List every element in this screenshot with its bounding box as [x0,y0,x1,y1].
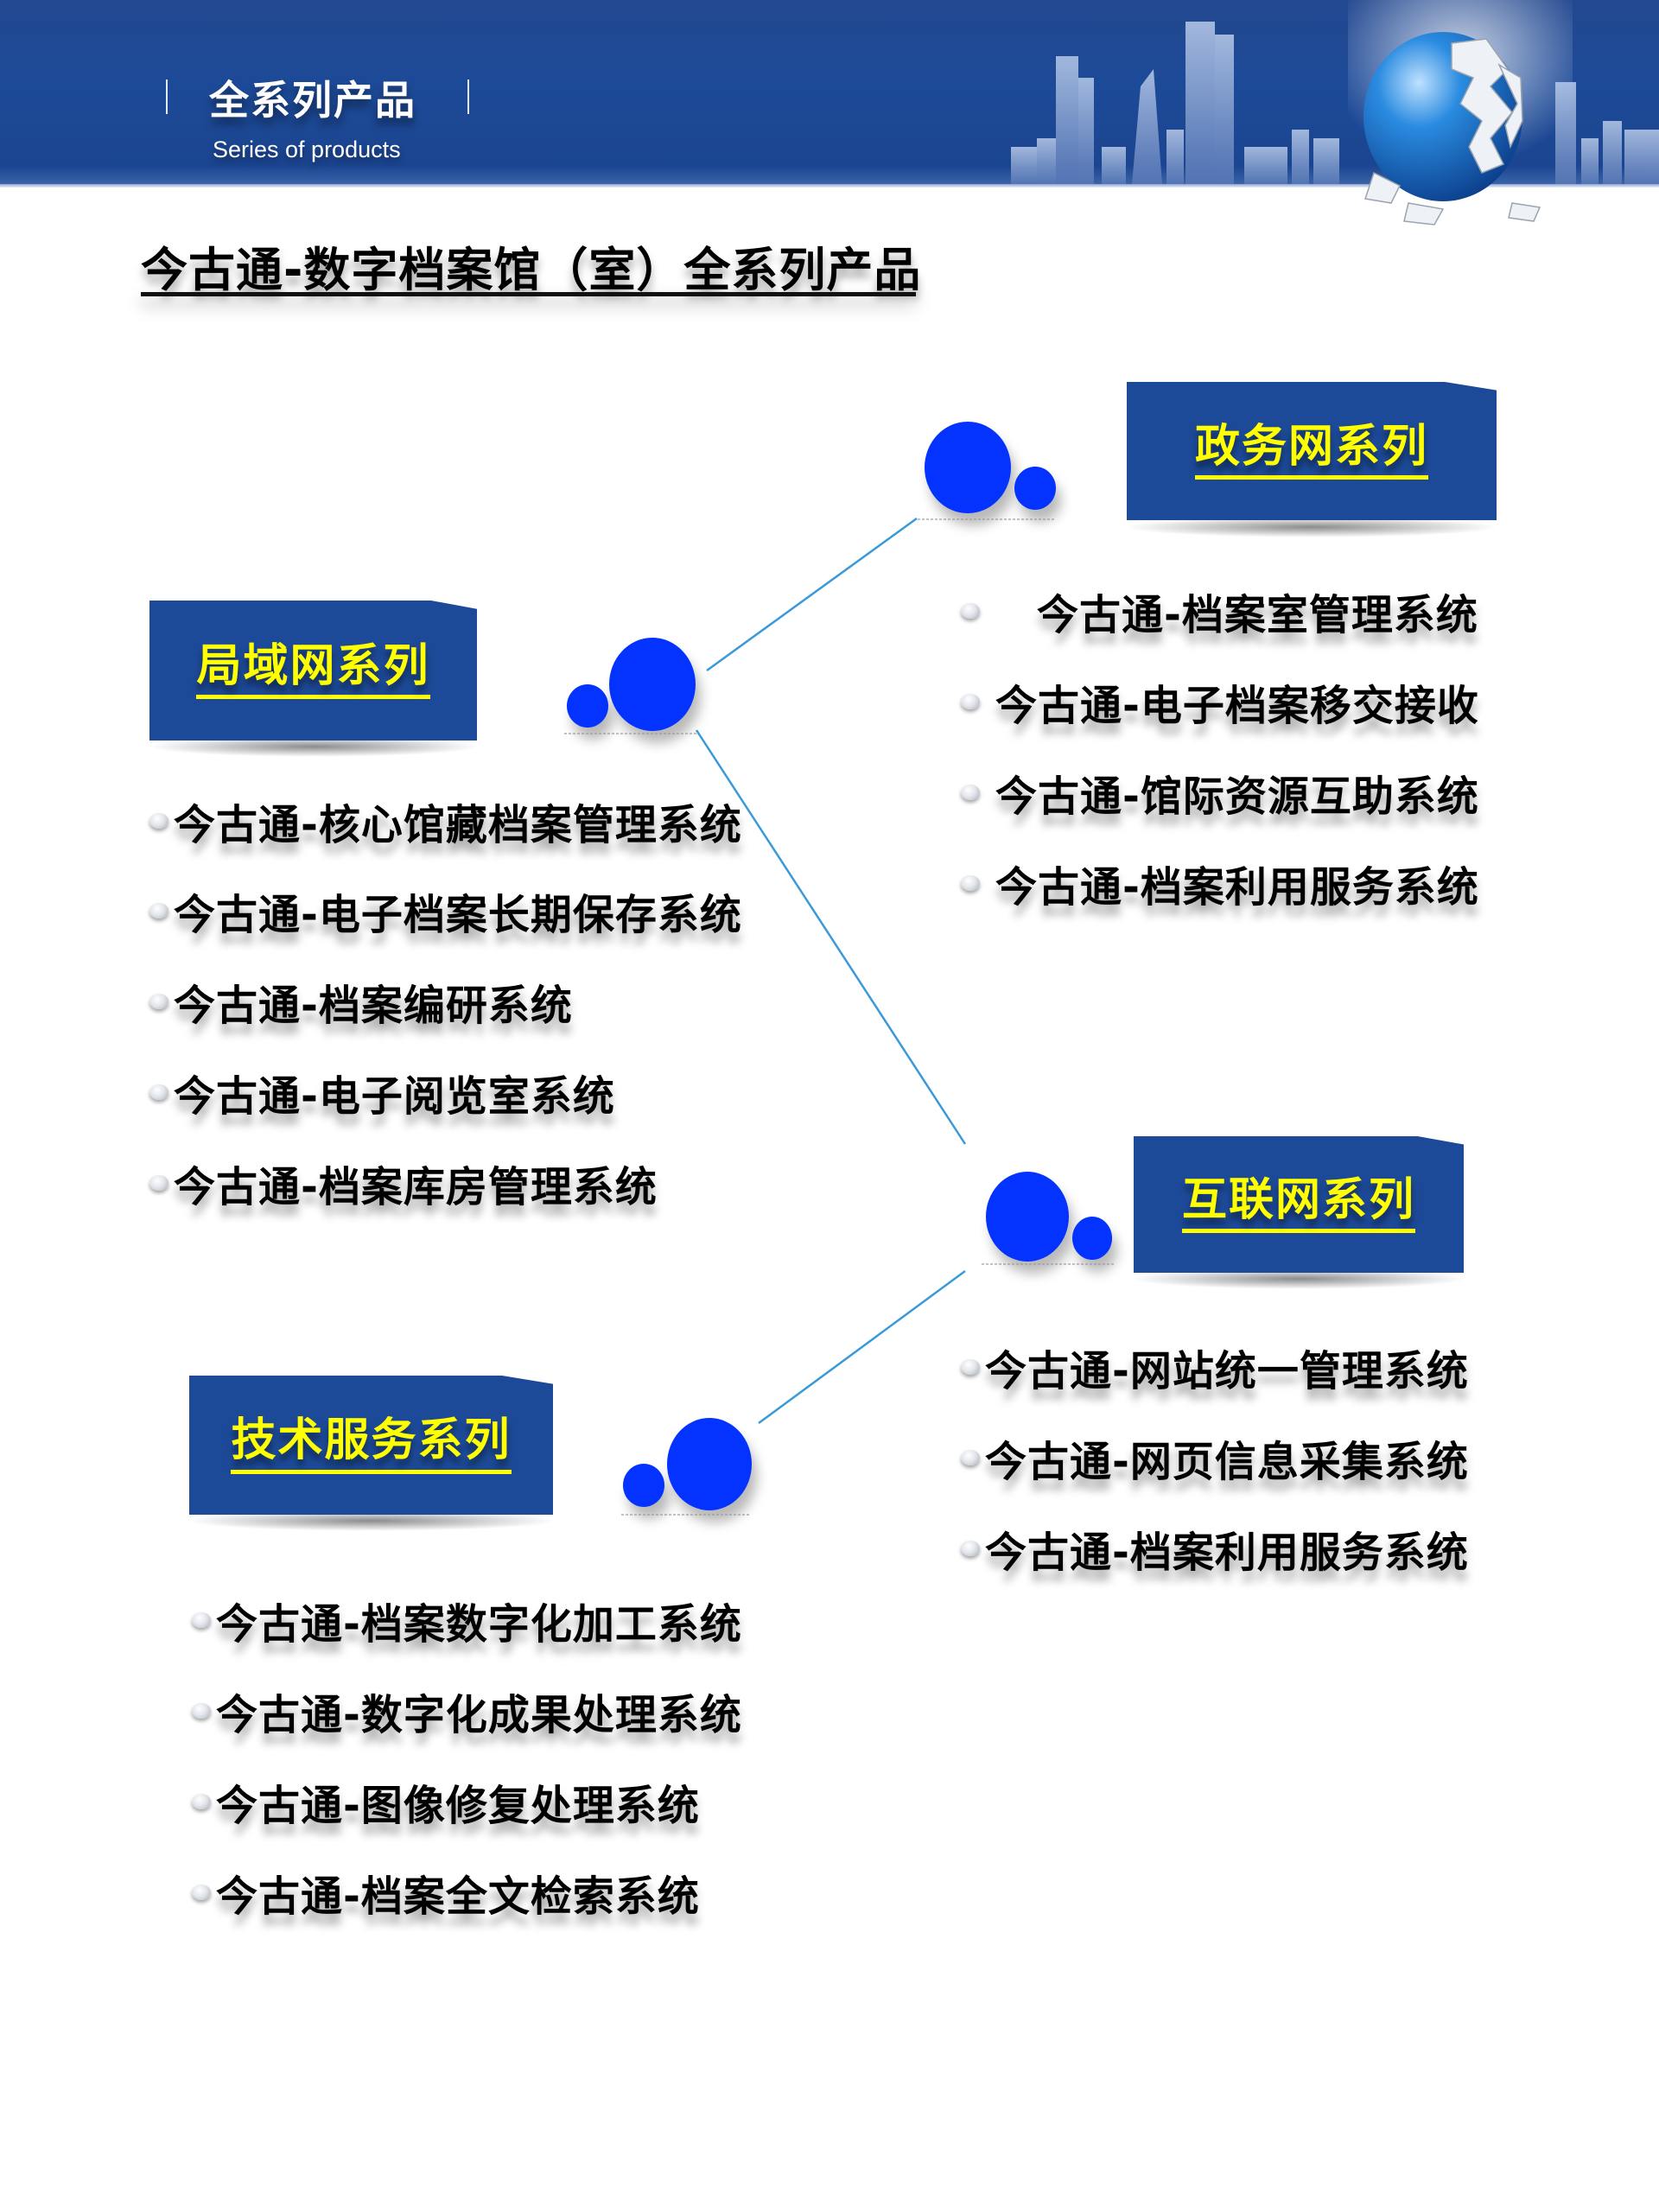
list-item-text: 今古通-档案室管理系统 [1037,591,1478,639]
circle-small-icon [623,1464,664,1507]
list-item: 今古通-电子阅览室系统 [149,1062,615,1122]
sphere-bullet-icon [149,1175,168,1191]
dotted-baseline [621,1514,751,1516]
dotted-baseline [982,1263,1116,1265]
circle-large-icon [986,1172,1069,1262]
list-item-text: 今古通-档案全文检索系统 [216,1872,700,1921]
list-item: 今古通-核心馆藏档案管理系统 [149,791,742,851]
header-subtitle: Series of products [213,137,401,162]
sphere-bullet-icon [961,1450,980,1465]
sphere-bullet-icon [149,994,168,1009]
circle-large-icon [667,1418,752,1510]
list-item: 今古通-档案数字化加工系统 [192,1590,742,1650]
sphere-bullet-icon [961,875,980,891]
dotted-baseline [918,518,1056,520]
circle-small-icon [1072,1217,1112,1260]
list-item-text: 今古通-电子档案移交接收 [995,682,1479,730]
list-item: 今古通-电子档案移交接收 [961,671,1479,732]
list-item-text: 今古通-档案利用服务系统 [995,863,1479,912]
list-item: 今古通-档案全文检索系统 [192,1862,700,1923]
list-item: 今古通-档案利用服务系统 [961,853,1479,913]
list-item-text: 今古通-馆际资源互助系统 [995,772,1479,821]
sphere-bullet-icon [961,694,980,709]
dotted-baseline [564,733,698,734]
list-item-text: 今古通-档案库房管理系统 [174,1163,658,1211]
list-item-text: 今古通-核心馆藏档案管理系统 [174,801,742,849]
sphere-bullet-icon [961,1541,980,1556]
list-item: 今古通-档案库房管理系统 [149,1153,658,1213]
list-item-text: 今古通-档案数字化加工系统 [216,1600,742,1649]
page-title: 今古通-数字档案馆（室）全系列产品 [141,243,922,297]
list-item-text: 今古通-档案利用服务系统 [985,1529,1469,1577]
series-header-tech: 技术服务系列 [189,1376,553,1515]
series-label-tech: 技术服务系列 [231,1416,512,1474]
box-shadow [1123,517,1500,537]
list-item-text: 今古通-网页信息采集系统 [985,1438,1469,1486]
series-header-lan: 局域网系列 [149,601,477,741]
sphere-bullet-icon [192,1885,211,1900]
list-item: 今古通-电子档案长期保存系统 [149,880,742,941]
list-item: 今古通-馆际资源互助系统 [961,762,1479,823]
series-header-internet: 互联网系列 [1134,1136,1464,1273]
sphere-bullet-icon [192,1612,211,1628]
list-item-text: 今古通-电子阅览室系统 [174,1072,615,1121]
sphere-bullet-icon [192,1703,211,1719]
header-divider-right [467,79,469,114]
list-item: 今古通-档案利用服务系统 [961,1518,1469,1579]
list-item-text: 今古通-档案编研系统 [174,982,573,1030]
series-label-internet: 互联网系列 [1181,1175,1415,1234]
sphere-bullet-icon [192,1794,211,1809]
sphere-bullet-icon [961,1359,980,1375]
sphere-bullet-icon [149,903,168,918]
series-label-lan: 局域网系列 [196,641,430,700]
circle-small-icon [1014,467,1056,510]
circle-large-icon [925,422,1011,513]
list-item-text: 今古通-图像修复处理系统 [216,1782,700,1830]
list-item-text: 今古通-网站统一管理系统 [985,1347,1469,1395]
sphere-bullet-icon [149,813,168,829]
list-item-text: 今古通-数字化成果处理系统 [216,1691,742,1739]
list-item: 今古通-图像修复处理系统 [192,1771,700,1832]
series-label-government: 政务网系列 [1194,422,1428,480]
list-item: 今古通-档案室管理系统 [961,581,1478,641]
header-title: 全系列产品 [209,77,416,124]
circle-small-icon [567,684,608,728]
page-title-underline [141,292,916,296]
connector-tech-internet [758,1269,966,1425]
sphere-bullet-icon [961,785,980,800]
globe-icon [1363,32,1541,226]
list-item-text: 今古通-电子档案长期保存系统 [174,891,742,939]
circle-large-icon [609,638,696,731]
connector-lan-government [706,517,918,672]
list-item: 今古通-档案编研系统 [149,971,573,1032]
sphere-bullet-icon [149,1084,168,1100]
list-item: 今古通-网站统一管理系统 [961,1337,1469,1397]
header-divider-left [166,79,168,114]
list-item: 今古通-网页信息采集系统 [961,1427,1469,1488]
sphere-bullet-icon [961,603,980,619]
list-item: 今古通-数字化成果处理系统 [192,1681,742,1741]
series-header-government: 政务网系列 [1127,382,1497,520]
